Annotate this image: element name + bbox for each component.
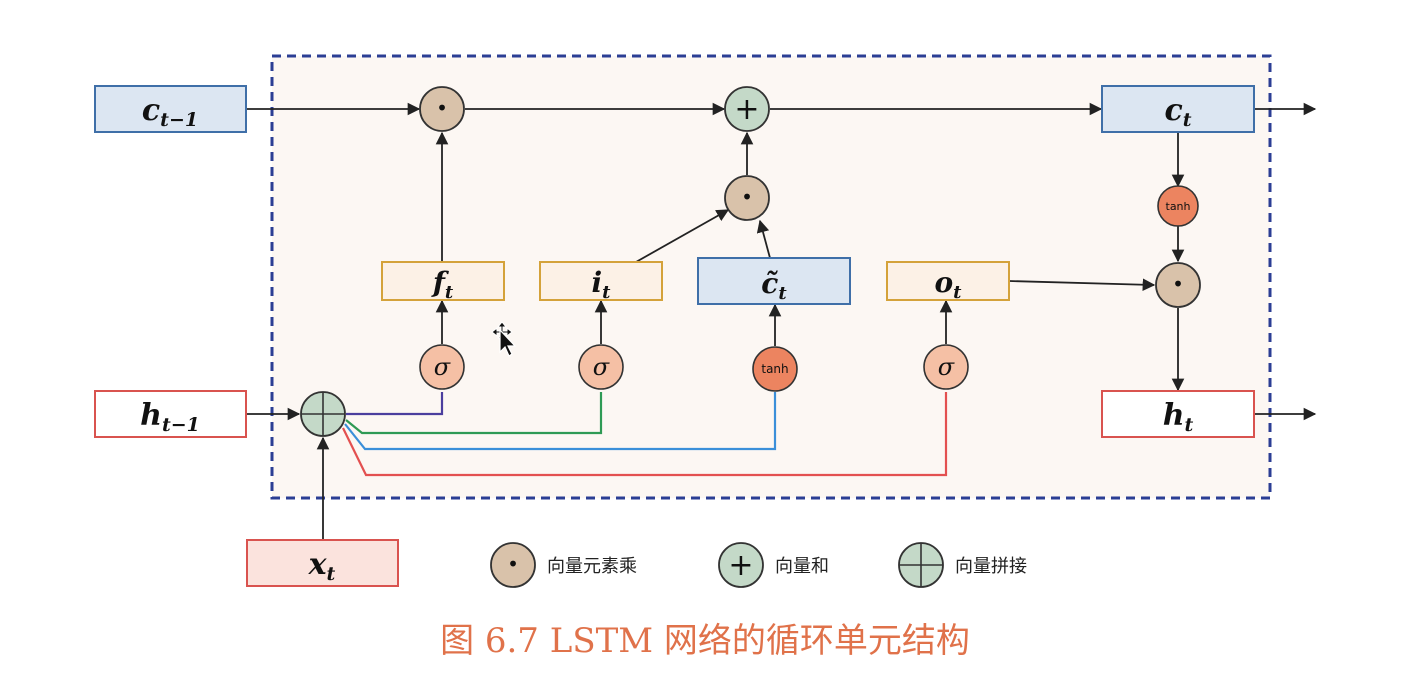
svg-text:σ: σ xyxy=(938,353,955,381)
op-sigma-input: σ xyxy=(578,344,624,390)
move-cursor-icon xyxy=(491,321,517,357)
svg-text:ht−1: ht−1 xyxy=(140,398,200,436)
svg-text:•: • xyxy=(507,552,519,576)
svg-text:tanh: tanh xyxy=(1166,200,1191,213)
svg-text:σ: σ xyxy=(593,353,610,381)
connections xyxy=(246,102,1317,540)
svg-text:•: • xyxy=(1172,272,1184,296)
box-forget-gate: ft xyxy=(381,261,505,303)
box-c-prev: ct−1 xyxy=(94,85,247,133)
svg-text:+: + xyxy=(728,548,753,583)
svg-text:向量元素乘: 向量元素乘 xyxy=(547,556,637,577)
svg-text:•: • xyxy=(436,96,448,120)
svg-text:σ: σ xyxy=(434,353,451,381)
op-concat xyxy=(300,391,346,437)
svg-text:tanh: tanh xyxy=(761,362,788,376)
svg-text:+: + xyxy=(734,92,759,127)
svg-text:ct: ct xyxy=(1164,93,1191,131)
svg-text:it: it xyxy=(592,266,612,303)
box-input-gate: it xyxy=(539,261,663,303)
box-h-prev: ht−1 xyxy=(94,390,247,438)
op-tanh-candidate: tanh xyxy=(752,346,798,392)
legend-item-concat: 向量拼接 xyxy=(898,542,1027,588)
legend: • 向量元素乘 + 向量和 向量拼接 xyxy=(490,542,1027,588)
op-tanh-cell: tanh xyxy=(1157,185,1199,227)
box-c-t: ct xyxy=(1101,85,1255,133)
legend-item-mult: • 向量元素乘 xyxy=(490,542,637,588)
feed-input xyxy=(345,392,603,435)
op-mult-input: • xyxy=(724,175,770,221)
op-add-cell: + xyxy=(724,86,770,132)
gate-feeds xyxy=(342,392,948,477)
svg-text:ht: ht xyxy=(1163,398,1194,436)
legend-item-add: + 向量和 xyxy=(718,542,829,588)
op-mult-forget: • xyxy=(419,86,465,132)
op-sigma-forget: σ xyxy=(419,344,465,390)
op-mult-output: • xyxy=(1155,262,1201,308)
box-candidate: c̃t xyxy=(697,257,851,305)
box-x-t: xt xyxy=(246,539,399,587)
svg-text:ct−1: ct−1 xyxy=(142,93,198,131)
svg-text:xt: xt xyxy=(308,547,336,585)
svg-text:c̃t: c̃t xyxy=(761,267,787,304)
figure-caption: 图 6.7 LSTM 网络的循环单元结构 xyxy=(440,621,970,661)
svg-text:•: • xyxy=(741,185,753,209)
feed-forget xyxy=(346,392,444,416)
svg-text:向量和: 向量和 xyxy=(775,556,829,577)
feed-output xyxy=(342,392,948,477)
box-h-t: ht xyxy=(1101,390,1255,438)
svg-text:ot: ot xyxy=(934,266,962,303)
feed-candidate xyxy=(344,392,777,451)
op-sigma-output: σ xyxy=(923,344,969,390)
svg-text:向量拼接: 向量拼接 xyxy=(955,556,1027,577)
box-output-gate: ot xyxy=(886,261,1010,303)
